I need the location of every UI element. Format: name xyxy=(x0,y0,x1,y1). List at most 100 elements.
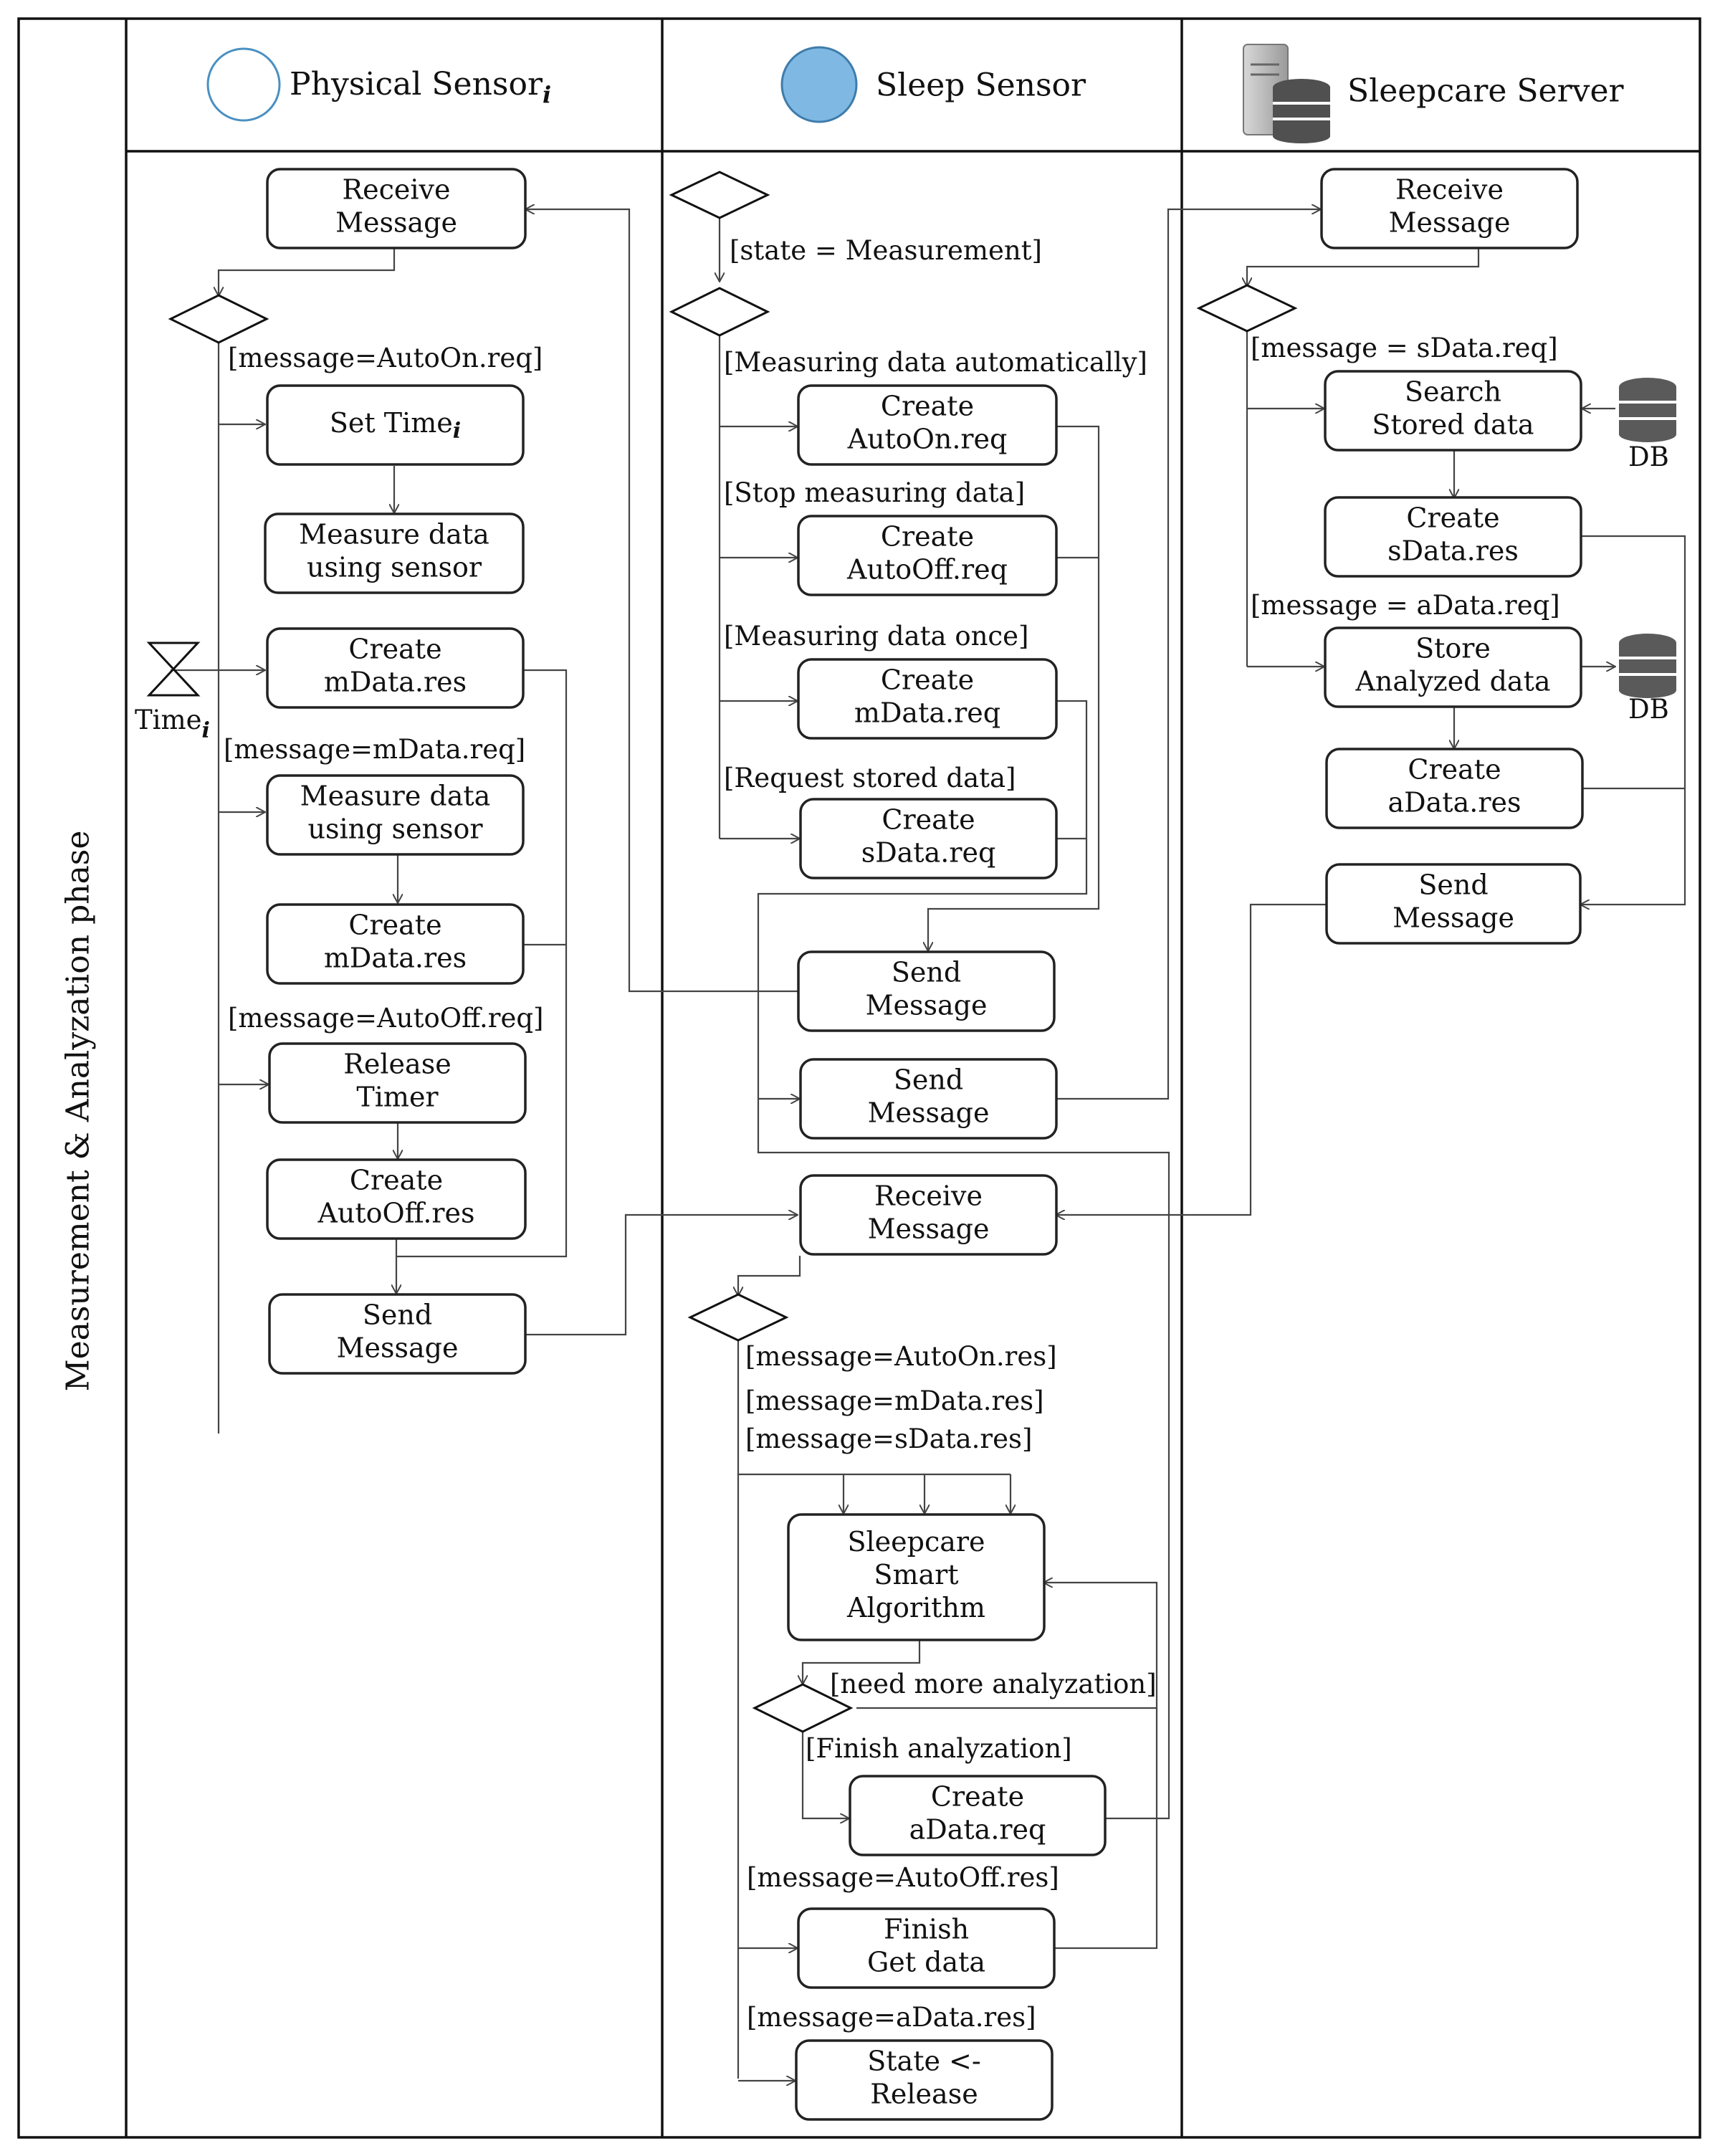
guard-ss-stop: [Stop measuring data] xyxy=(724,477,1025,508)
ss-finish-line-1: Finish xyxy=(884,1914,969,1945)
decision-ss-state xyxy=(669,287,770,337)
ps-set-time: Set Timei xyxy=(266,384,525,466)
ss-algorithm-line-3: Algorithm xyxy=(846,1592,985,1623)
ss-create-mdata-line-2: mData.req xyxy=(854,697,1000,729)
sv-receive-line-1: Receive xyxy=(1395,174,1504,206)
ss-create-autooff-line-1: Create xyxy=(881,521,974,553)
ps-create-autooff-line-2: AutoOff.res xyxy=(317,1198,474,1229)
decision-nodes xyxy=(168,171,1298,1733)
sv-search-line-1: Search xyxy=(1405,376,1501,408)
ss-create-sdata-line-2: sData.req xyxy=(861,837,996,869)
ss-send2-line-2: Message xyxy=(868,1097,990,1129)
guard-ss-state: [state = Measurement] xyxy=(730,235,1042,266)
decision-ss-response xyxy=(687,1293,789,1342)
swimlane-frame xyxy=(17,17,1701,2139)
ss-create-sdata-line-1: Create xyxy=(882,804,975,836)
guard-ss-more: [need more analyzation] xyxy=(830,1669,1157,1699)
ps-measure1-line-2: using sensor xyxy=(307,552,482,583)
ss-create-autooff-line-2: AutoOff.req xyxy=(846,554,1008,586)
guard-sv-adata-req: [message = aData.req] xyxy=(1251,590,1560,621)
ss-state-line-1: State <- xyxy=(867,2046,980,2077)
sv-receive-line-2: Message xyxy=(1389,207,1511,239)
ps-create-mdata2-line-2: mData.res xyxy=(324,943,467,974)
sv-send-line-1: Send xyxy=(1418,869,1488,901)
guard-ss-mdata-res: [message=mData.res] xyxy=(745,1385,1044,1416)
flow-edges xyxy=(171,209,1686,2081)
database-icon xyxy=(1619,378,1676,442)
ss-state-line-2: Release xyxy=(870,2079,978,2110)
ss-create-mdata-line-1: Create xyxy=(881,664,974,696)
sv-create-adata-line-2: aData.res xyxy=(1388,787,1521,819)
decision-sv-message xyxy=(1196,284,1298,333)
ss-finish-line-2: Get data xyxy=(867,1947,985,1978)
timer-label: Timei xyxy=(135,705,210,743)
ss-send1-line-1: Send xyxy=(892,957,961,988)
db-label-2: DB xyxy=(1628,694,1669,725)
guard-ss-autoon-res: [message=AutoOn.res] xyxy=(745,1341,1057,1372)
physical-lane-subscript: i xyxy=(543,81,551,108)
decision-ss-start xyxy=(669,171,770,219)
ps-send-line-2: Message xyxy=(337,1332,459,1364)
physical-lane-title: Physical Sensor xyxy=(290,66,543,102)
ss-create-adata-line-2: aData.req xyxy=(909,1814,1046,1846)
ss-create-adata-line-1: Create xyxy=(931,1781,1024,1813)
guard-ps-mdata: [message=mData.req] xyxy=(224,734,525,765)
server-icon xyxy=(1243,44,1330,143)
guard-ss-sdata-res: [message=sData.res] xyxy=(745,1423,1032,1454)
lane-header-server: Sleepcare Server xyxy=(1243,44,1625,143)
ps-measure2-line-2: using sensor xyxy=(307,814,483,845)
sleep-lane-title: Sleep Sensor xyxy=(876,67,1086,104)
server-lane-title: Sleepcare Server xyxy=(1347,73,1625,110)
sleep-sensor-circle-icon xyxy=(780,46,858,123)
guard-ss-auto: [Measuring data automatically] xyxy=(724,347,1147,378)
sv-send-line-2: Message xyxy=(1392,902,1514,934)
ps-release-line-2: Timer xyxy=(356,1082,439,1113)
ps-create-autooff-line-1: Create xyxy=(350,1165,443,1196)
ss-send2-line-1: Send xyxy=(894,1064,963,1096)
sv-store-line-2: Analyzed data xyxy=(1355,666,1550,697)
ss-algorithm-line-2: Smart xyxy=(874,1559,958,1590)
database-icon xyxy=(1619,634,1676,698)
guard-ss-request: [Request stored data] xyxy=(724,763,1016,793)
guard-ss-finish: [Finish analyzation] xyxy=(806,1733,1072,1764)
guard-ps-autoon: [message=AutoOn.req] xyxy=(228,343,543,373)
ss-algorithm-line-1: Sleepcare xyxy=(847,1526,985,1558)
svg-text:Physical Sensori: Physical Sensori xyxy=(290,66,551,108)
db-label-1: DB xyxy=(1628,442,1669,472)
ss-create-autoon-line-1: Create xyxy=(881,391,974,422)
ps-create-mdata2-line-1: Create xyxy=(348,910,441,941)
sv-create-sdata-line-2: sData.res xyxy=(1387,535,1519,567)
ps-measure2-line-1: Measure data xyxy=(300,781,491,812)
sv-create-adata-line-1: Create xyxy=(1408,754,1501,786)
ss-receive-line-2: Message xyxy=(868,1213,990,1245)
decision-ps-message xyxy=(168,294,269,344)
ps-create-mdata1-line-2: mData.res xyxy=(324,667,467,698)
ps-receive-line-1: Receive xyxy=(343,174,451,206)
ss-receive-line-1: Receive xyxy=(874,1180,983,1212)
ps-settime-label: Set Timei xyxy=(330,407,461,444)
physical-sensor-circle-icon xyxy=(206,47,281,122)
sv-create-sdata-line-1: Create xyxy=(1406,502,1499,534)
ps-create-mdata1-line-1: Create xyxy=(348,634,441,665)
lane-header-physical: Physical Sensori xyxy=(206,47,551,122)
